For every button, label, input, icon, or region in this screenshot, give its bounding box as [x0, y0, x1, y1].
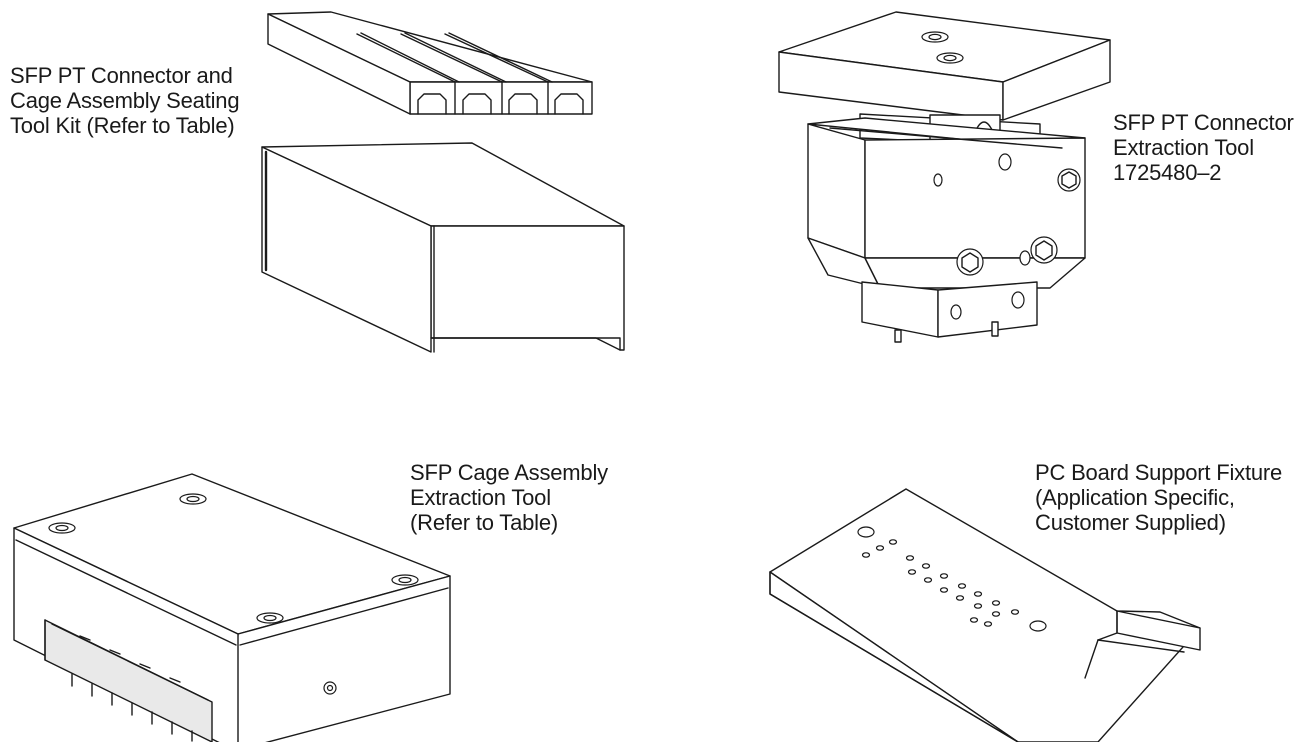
seating-tool-head-illustration — [267, 11, 593, 115]
cage-extraction-tool-label: SFP Cage Assembly Extraction Tool (Refer… — [410, 460, 608, 535]
cage-extraction-tool-label-line3: (Refer to Table) — [410, 510, 559, 535]
pt-extraction-tool-label: SFP PT Connector Extraction Tool 1725480… — [1113, 110, 1294, 185]
cage-extraction-tool-illustration — [13, 473, 451, 742]
pcb-support-fixture-label-line3: Customer Supplied) — [1035, 510, 1226, 535]
pcb-support-fixture-label-line1: PC Board Support Fixture — [1035, 460, 1283, 485]
cage-extraction-tool-label-line1: SFP Cage Assembly — [410, 460, 608, 485]
seating-tool-kit-label-line3: Tool Kit (Refer to Table) — [10, 113, 235, 138]
seating-tool-kit-label-line2: Cage Assembly Seating — [10, 88, 240, 113]
pt-extraction-tool-label-line3: 1725480–2 — [1113, 160, 1222, 185]
pt-extraction-tool-illustration — [778, 11, 1111, 343]
seating-tool-base-illustration — [261, 142, 625, 353]
seating-tool-kit-label: SFP PT Connector and Cage Assembly Seati… — [10, 63, 240, 138]
seating-tool-kit-label-line1: SFP PT Connector and — [10, 63, 233, 88]
pcb-support-fixture-label: PC Board Support Fixture (Application Sp… — [1035, 460, 1282, 535]
pt-extraction-tool-label-line2: Extraction Tool — [1113, 135, 1254, 160]
pcb-support-fixture-illustration — [769, 488, 1201, 742]
pt-extraction-tool-label-line1: SFP PT Connector — [1113, 110, 1294, 135]
pcb-support-fixture-label-line2: (Application Specific, — [1035, 485, 1235, 510]
cage-extraction-tool-label-line2: Extraction Tool — [410, 485, 551, 510]
